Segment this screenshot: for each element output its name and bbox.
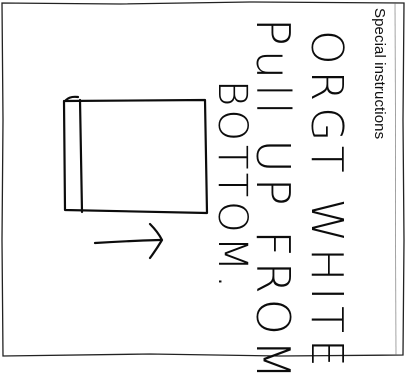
hand-drawn-sketch — [0, 0, 406, 359]
arrow-right-icon — [95, 224, 162, 258]
box-sketch-icon — [64, 97, 207, 213]
scanned-form: Special instructions ORGT WHITE Pull UP … — [0, 0, 406, 359]
